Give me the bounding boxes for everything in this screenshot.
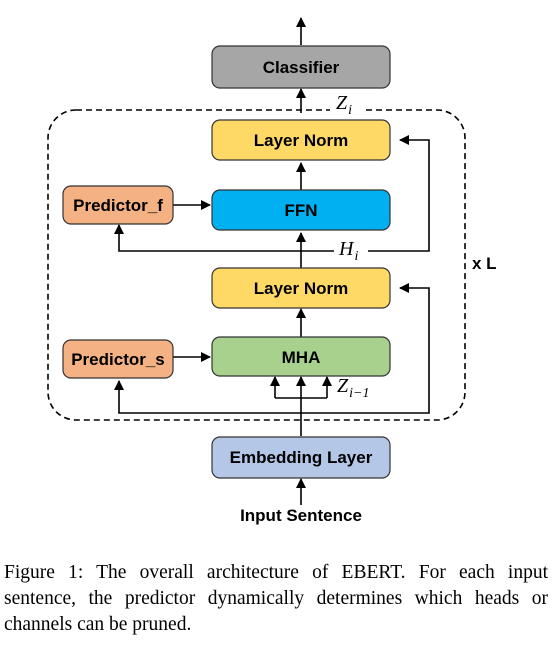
svg-text:Layer Norm: Layer Norm (254, 279, 348, 298)
layer-norm-top-box: Layer Norm (211, 119, 391, 161)
repeat-block-border (47, 109, 466, 421)
layer-norm-bottom-box: Layer Norm (211, 267, 391, 309)
embedding-layer-box: Embedding Layer (211, 436, 391, 479)
mha-box: MHA (211, 336, 391, 377)
predictor-s-box: Predictor_s (62, 339, 174, 379)
svg-text:MHA: MHA (282, 348, 321, 367)
predictor-f-box: Predictor_f (62, 185, 174, 225)
label-h-i: Hi (334, 236, 368, 264)
residual-to-bottom-norm (301, 283, 430, 414)
predictor-f-input (114, 224, 301, 252)
label-z-i-minus-1: Zi−1 (337, 375, 369, 401)
svg-text:Embedding Layer: Embedding Layer (230, 448, 373, 467)
repeat-label: x L (472, 254, 497, 273)
label-z-i: Zi (330, 92, 362, 118)
svg-text:FFN: FFN (284, 201, 317, 220)
classifier-box: Classifier (211, 45, 391, 89)
svg-text:Predictor_f: Predictor_f (73, 196, 163, 215)
architecture-diagram: x L Zi Hi Zi−1 Classifier Laye (47, 17, 497, 525)
connectors (114, 17, 430, 505)
input-sentence-label: Input Sentence (240, 506, 362, 525)
predictor-s-input (114, 380, 301, 414)
svg-text:Hi: Hi (338, 238, 358, 264)
svg-text:Zi: Zi (336, 92, 352, 118)
figure-caption: Figure 1: The overall architecture of EB… (4, 562, 548, 635)
svg-text:Classifier: Classifier (263, 58, 340, 77)
svg-text:Predictor_s: Predictor_s (71, 350, 165, 369)
svg-text:Zi−1: Zi−1 (337, 375, 369, 401)
ffn-box: FFN (211, 189, 391, 231)
svg-text:Layer Norm: Layer Norm (254, 131, 348, 150)
